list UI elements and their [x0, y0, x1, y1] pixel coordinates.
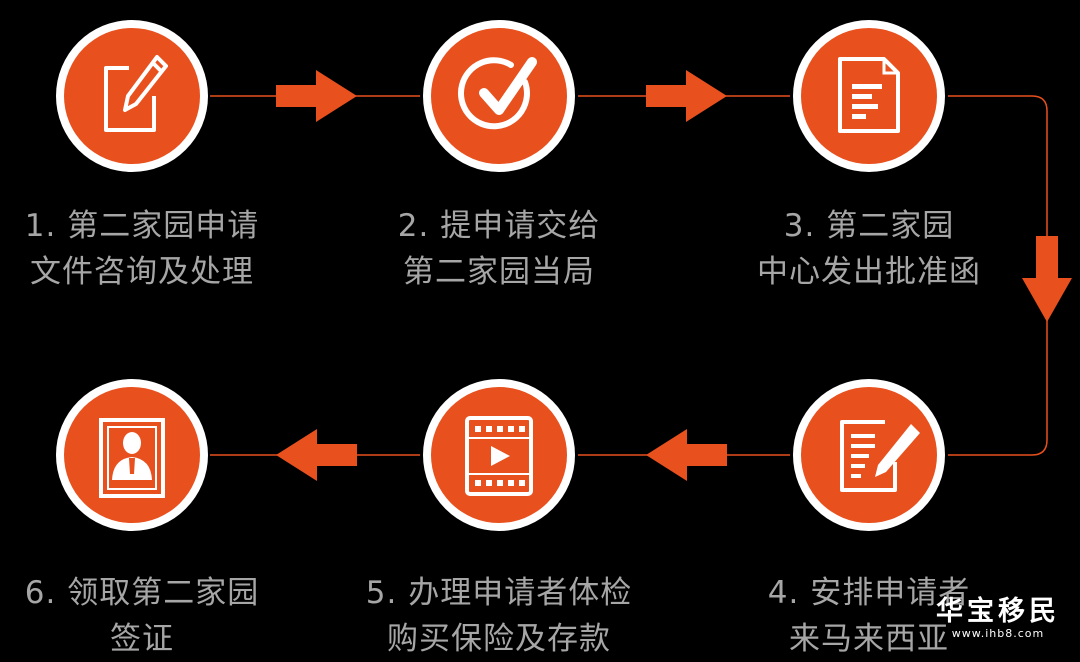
step-4-circle [793, 379, 945, 531]
step-3-circle [793, 20, 945, 172]
step-5-line2: 购买保险及存款 [387, 621, 611, 657]
step-3-number: 3. [783, 208, 816, 244]
step-3-line1: 3. 第二家园 [783, 208, 955, 244]
watermark-title: 华宝移民 [936, 596, 1060, 627]
edit-document-icon [104, 55, 168, 132]
step-2-label: 2. 提申请交给 第二家园当局 [339, 203, 659, 295]
step-6-line2: 签证 [110, 621, 174, 657]
step-5-circle [423, 379, 575, 531]
step-2-circle [423, 20, 575, 172]
form-pencil-icon [840, 420, 920, 492]
arrow-left-1 [646, 429, 727, 481]
step-1-label: 1. 第二家园申请 文件咨询及处理 [0, 203, 302, 295]
arrow-down [1022, 236, 1072, 322]
step-4-number: 4. [767, 575, 800, 611]
watermark-logo: 华宝移民 www.ihb8.com [936, 597, 1060, 641]
step-5-number: 5. [365, 575, 398, 611]
step-4-line2: 来马来西亚 [789, 621, 949, 657]
step-3-label: 3. 第二家园 中心发出批准函 [709, 203, 1029, 295]
step-6-label: 6. 领取第二家园 签证 [0, 570, 302, 662]
step-6-number: 6. [24, 575, 57, 611]
step-2-line2: 第二家园当局 [403, 254, 595, 290]
arrow-right-1 [276, 70, 357, 122]
arrow-right-2 [646, 70, 727, 122]
text-document-icon [838, 57, 900, 133]
watermark-url: www.ihb8.com [951, 627, 1045, 640]
step-4-line1: 4. 安排申请者 [767, 575, 971, 611]
step-1-line1: 1. 第二家园申请 [24, 208, 260, 244]
step-6-circle [56, 379, 208, 531]
step-1-number: 1. [24, 208, 57, 244]
step-1-line2: 文件咨询及处理 [30, 254, 254, 290]
checkmark-circle-icon [458, 57, 537, 130]
step-6-line1: 6. 领取第二家园 [24, 575, 260, 611]
step-5-label: 5. 办理申请者体检 购买保险及存款 [339, 570, 659, 662]
step-1-circle [56, 20, 208, 172]
arrow-left-2 [276, 429, 357, 481]
step-2-number: 2. [397, 208, 430, 244]
step-3-line2: 中心发出批准函 [757, 254, 981, 290]
step-5-line1: 5. 办理申请者体检 [365, 575, 633, 611]
step-2-line1: 2. 提申请交给 [397, 208, 601, 244]
step-4-label: 4. 安排申请者 来马来西亚 [709, 570, 1029, 662]
video-film-icon [465, 416, 533, 496]
person-card-icon [99, 418, 165, 498]
